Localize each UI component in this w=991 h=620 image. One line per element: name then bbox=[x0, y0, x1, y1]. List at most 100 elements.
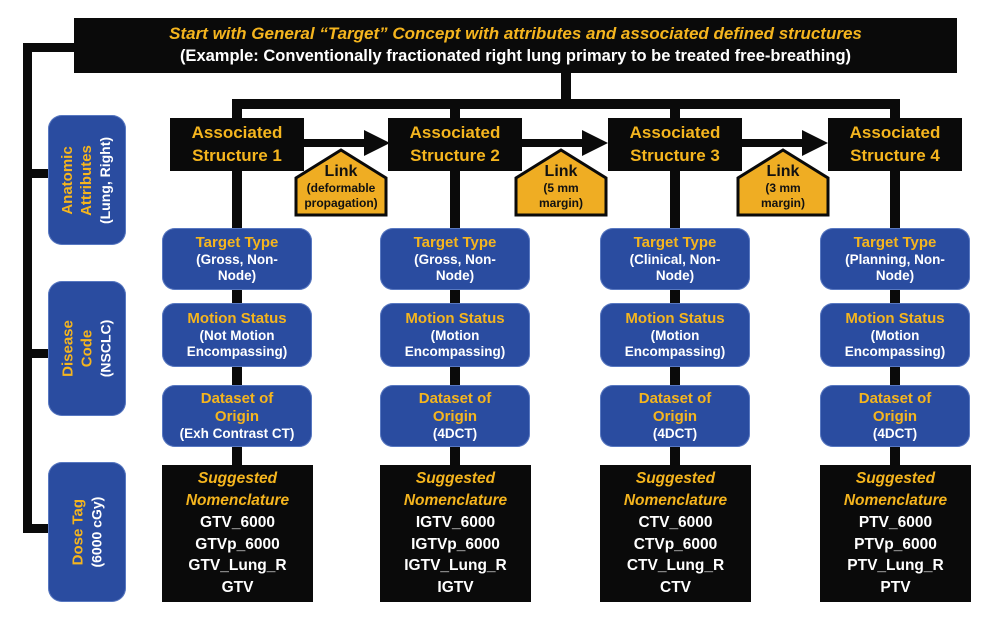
target-type-box-2: Target Type (Gross, Non- Node) bbox=[380, 228, 530, 290]
link-badge-3: Link (3 mm margin) bbox=[735, 148, 831, 218]
pentagon-icon bbox=[514, 148, 608, 217]
nomenclature-4-item: PTV_Lung_R bbox=[847, 557, 944, 575]
connector-title-drop bbox=[561, 72, 571, 102]
nomenclature-1-item: GTVp_6000 bbox=[195, 535, 280, 553]
link-2-label: Link bbox=[544, 163, 578, 180]
pentagon-icon bbox=[294, 148, 388, 217]
nomenclature-1-item: GTV_6000 bbox=[200, 513, 275, 531]
motion-status-box-2: Motion Status (Motion Encompassing) bbox=[380, 303, 530, 367]
target-type-2-title: Target Type bbox=[413, 233, 497, 251]
arrow-head-2-icon bbox=[582, 130, 608, 156]
motion-status-4-title: Motion Status bbox=[845, 309, 945, 327]
attribute-box-dose: Dose Tag (6000 cGy) bbox=[48, 462, 126, 602]
target-type-4-detail: (Planning, Non- Node) bbox=[845, 251, 945, 283]
dataset-3-detail: (4DCT) bbox=[652, 425, 698, 441]
nomenclature-3-item: CTVp_6000 bbox=[633, 535, 718, 553]
nomenclature-2-item: IGTVp_6000 bbox=[411, 535, 500, 553]
structure-box-1: Associated Structure 1 bbox=[170, 118, 304, 171]
nomenclature-3-item: CTV_6000 bbox=[638, 513, 713, 531]
connector-top-bar bbox=[232, 99, 900, 109]
attribute-dose-title: Dose Tag bbox=[68, 498, 86, 566]
nomenclature-box-4: Suggested Nomenclature PTV_6000 PTVp_600… bbox=[820, 465, 971, 602]
structure-box-4: Associated Structure 4 bbox=[828, 118, 962, 171]
attribute-disease-sub: (NSCLC) bbox=[97, 319, 113, 378]
motion-status-3-detail: (Motion Encompassing) bbox=[624, 327, 726, 359]
nomenclature-2-item: IGTV_6000 bbox=[415, 513, 496, 531]
motion-status-2-detail: (Motion Encompassing) bbox=[404, 327, 506, 359]
nomenclature-1-heading: Suggested Nomenclature bbox=[185, 470, 290, 510]
link-1-label: Link bbox=[324, 163, 358, 180]
connector-stub-dose bbox=[23, 524, 55, 533]
dataset-2-title: Dataset of Origin bbox=[418, 389, 492, 425]
link-3-detail: (3 mm margin) bbox=[760, 181, 805, 210]
nomenclature-3-item: CTV bbox=[660, 578, 691, 596]
dataset-3-title: Dataset of Origin bbox=[638, 389, 712, 425]
dataset-box-1: Dataset of Origin (Exh Contrast CT) bbox=[162, 385, 312, 447]
dataset-box-3: Dataset of Origin (4DCT) bbox=[600, 385, 750, 447]
target-type-2-detail: (Gross, Non- Node) bbox=[414, 251, 496, 283]
structure-3-label: Associated Structure 3 bbox=[629, 123, 721, 165]
motion-status-box-4: Motion Status (Motion Encompassing) bbox=[820, 303, 970, 367]
arrow-shaft-2 bbox=[520, 139, 582, 147]
dataset-4-title: Dataset of Origin bbox=[858, 389, 932, 425]
connector-left-top-stub bbox=[23, 43, 78, 52]
connector-stub-disease bbox=[28, 349, 52, 358]
link-badge-2: Link (5 mm margin) bbox=[513, 148, 609, 218]
title-banner: Start with General “Target” Concept with… bbox=[74, 18, 957, 73]
attribute-dose-sub: (6000 cGy) bbox=[87, 496, 104, 568]
attribute-box-disease: Disease Code (NSCLC) bbox=[48, 281, 126, 416]
attribute-disease-title: Disease Code bbox=[59, 320, 96, 377]
structure-1-label: Associated Structure 1 bbox=[191, 123, 283, 165]
pentagon-icon bbox=[736, 148, 830, 217]
nomenclature-2-item: IGTV_Lung_R bbox=[404, 557, 507, 575]
motion-status-box-3: Motion Status (Motion Encompassing) bbox=[600, 303, 750, 367]
nomenclature-4-item: PTV bbox=[880, 578, 911, 596]
attribute-box-anatomic: Anatomic Attributes (Lung, Right) bbox=[48, 115, 126, 245]
nomenclature-3-heading: Suggested Nomenclature bbox=[623, 470, 728, 510]
nomenclature-2-item: IGTV bbox=[437, 578, 474, 596]
nomenclature-2-heading: Suggested Nomenclature bbox=[403, 470, 508, 510]
title-line2: (Example: Conventionally fractionated ri… bbox=[179, 47, 852, 66]
structure-box-2: Associated Structure 2 bbox=[388, 118, 522, 171]
nomenclature-1-item: GTV bbox=[221, 578, 254, 596]
dataset-1-detail: (Exh Contrast CT) bbox=[179, 425, 295, 441]
target-type-box-1: Target Type (Gross, Non- Node) bbox=[162, 228, 312, 290]
nomenclature-box-3: Suggested Nomenclature CTV_6000 CTVp_600… bbox=[600, 465, 751, 602]
arrow-shaft-3 bbox=[740, 139, 802, 147]
attribute-anatomic-title: Anatomic Attributes bbox=[59, 144, 96, 216]
attribute-anatomic-sub: (Lung, Right) bbox=[97, 136, 114, 224]
dataset-box-2: Dataset of Origin (4DCT) bbox=[380, 385, 530, 447]
target-type-1-title: Target Type bbox=[195, 233, 279, 251]
motion-status-1-title: Motion Status bbox=[187, 309, 287, 327]
nomenclature-4-heading: Suggested Nomenclature bbox=[843, 470, 948, 510]
arrow-head-3-icon bbox=[802, 130, 828, 156]
dataset-box-4: Dataset of Origin (4DCT) bbox=[820, 385, 970, 447]
connector-stub-anatomic bbox=[28, 169, 52, 178]
link-1-detail: (deformable propagation) bbox=[304, 181, 378, 210]
target-type-3-title: Target Type bbox=[633, 233, 717, 251]
nomenclature-3-item: CTV_Lung_R bbox=[626, 557, 725, 575]
target-type-3-detail: (Clinical, Non- Node) bbox=[629, 251, 721, 283]
title-line1: Start with General “Target” Concept with… bbox=[169, 24, 862, 44]
nomenclature-4-item: PTV_6000 bbox=[858, 513, 933, 531]
structure-box-3: Associated Structure 3 bbox=[608, 118, 742, 171]
motion-status-1-detail: (Not Motion Encompassing) bbox=[186, 327, 288, 359]
dataset-1-title: Dataset of Origin bbox=[200, 389, 274, 425]
connector-left-spine bbox=[23, 43, 32, 533]
motion-status-4-detail: (Motion Encompassing) bbox=[844, 327, 946, 359]
attribute-disease-text: Disease Code (NSCLC) bbox=[60, 310, 115, 388]
arrow-shaft-1 bbox=[300, 139, 364, 147]
dataset-4-detail: (4DCT) bbox=[872, 425, 918, 441]
target-type-box-4: Target Type (Planning, Non- Node) bbox=[820, 228, 970, 290]
motion-status-box-1: Motion Status (Not Motion Encompassing) bbox=[162, 303, 312, 367]
target-type-4-title: Target Type bbox=[853, 233, 937, 251]
motion-status-3-title: Motion Status bbox=[625, 309, 725, 327]
target-type-1-detail: (Gross, Non- Node) bbox=[196, 251, 278, 283]
motion-status-2-title: Motion Status bbox=[405, 309, 505, 327]
link-3-label: Link bbox=[766, 163, 800, 180]
structure-2-label: Associated Structure 2 bbox=[409, 123, 501, 165]
dataset-2-detail: (4DCT) bbox=[432, 425, 478, 441]
link-badge-1: Link (deformable propagation) bbox=[293, 148, 389, 218]
nomenclature-4-item: PTVp_6000 bbox=[854, 535, 937, 553]
